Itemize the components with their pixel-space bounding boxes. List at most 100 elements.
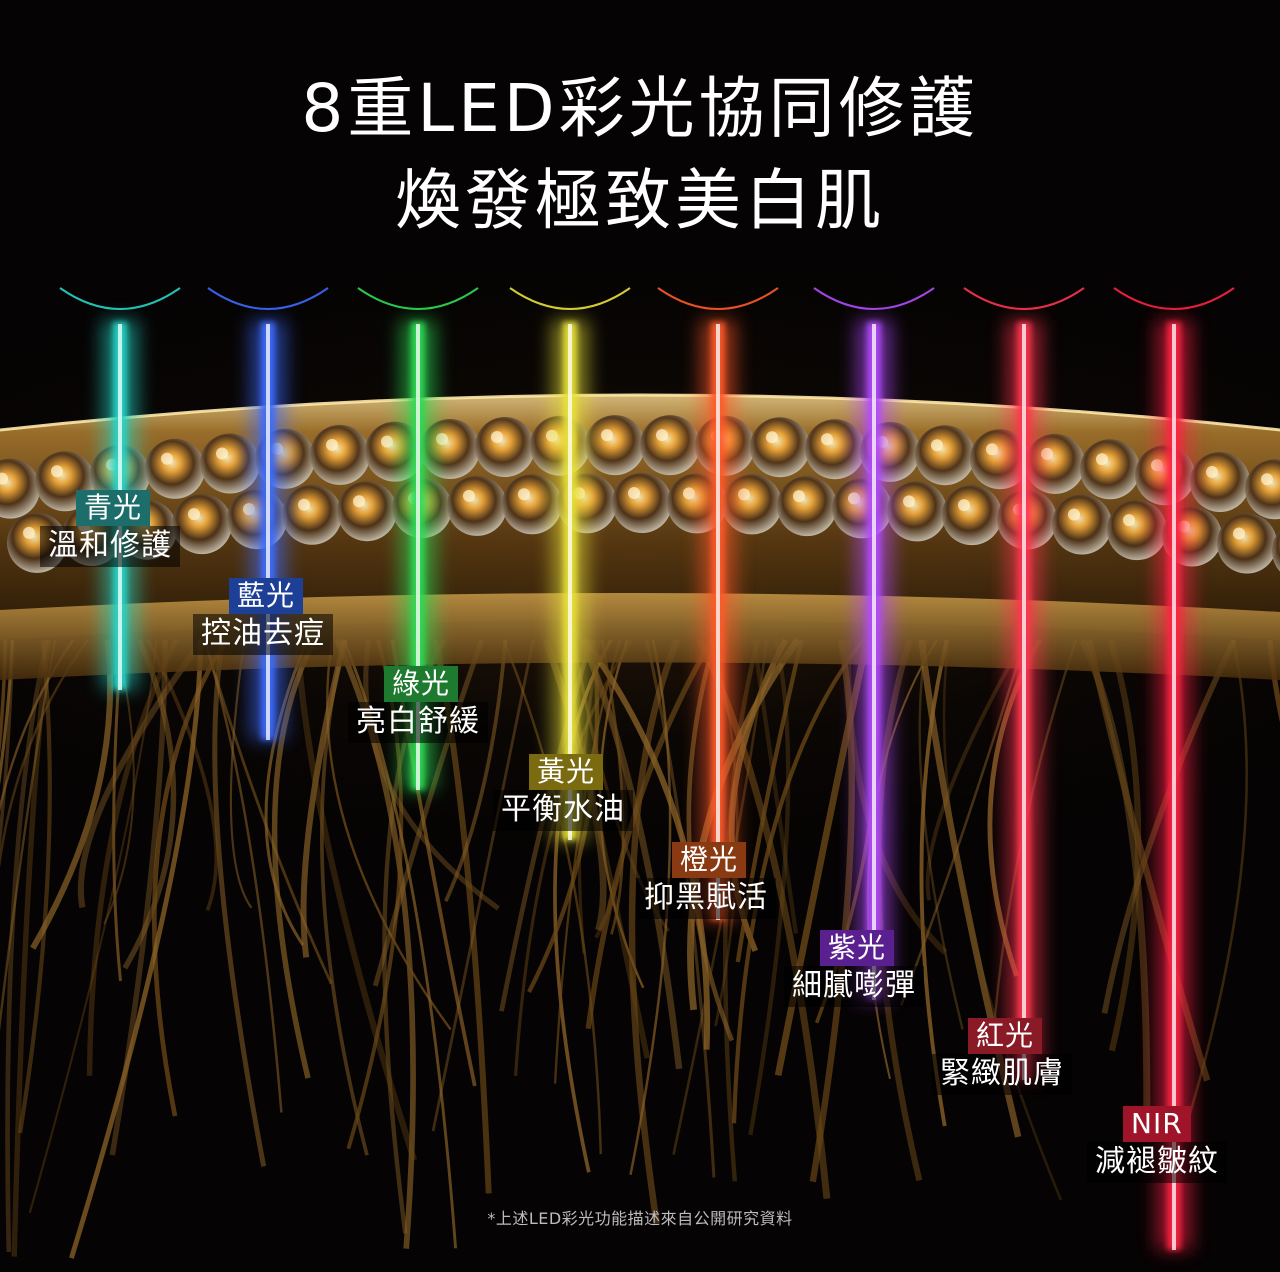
cell-bead (502, 474, 562, 535)
light-label-cyan: 青光 溫和修護 (40, 490, 180, 567)
fiber-strand (1107, 639, 1142, 1052)
cell-bead (475, 417, 535, 477)
emitter-arc (1113, 287, 1235, 310)
bead-highlight (958, 499, 970, 512)
fiber-strand (628, 638, 681, 1225)
fiber-strand (271, 638, 318, 1079)
cell-bead (777, 476, 837, 537)
fiber-strand (0, 639, 15, 853)
emitter-arc (207, 287, 329, 310)
fiber-strand (748, 639, 791, 1136)
fiber-strand (582, 638, 711, 1050)
fiber-strand (86, 638, 179, 1076)
cell-bead (612, 473, 672, 533)
bead-highlight (1261, 473, 1273, 486)
fiber-strand (751, 639, 799, 934)
emitter-arc (813, 287, 935, 310)
fiber-strand (431, 639, 535, 1132)
beam-center (872, 324, 876, 1000)
bead-highlight (161, 452, 173, 465)
emitter-arc (509, 287, 631, 310)
fiber-strand (203, 639, 283, 1113)
bead-highlight (298, 498, 310, 511)
cell-bead (1245, 459, 1280, 520)
bead-highlight (0, 472, 8, 485)
bead-highlight (656, 429, 668, 442)
light-effect: 緊緻肌膚 (932, 1054, 1072, 1095)
fiber-strand (77, 638, 206, 909)
fiber-strand (112, 639, 123, 982)
fiber-strand (294, 639, 418, 1162)
fiber-strand (146, 639, 219, 912)
fiber-strand (320, 639, 369, 1156)
fiber-strand (109, 639, 168, 1156)
light-name: 青光 (76, 490, 151, 527)
cell-bead (172, 494, 232, 555)
fiber-strand (809, 639, 855, 1183)
cell-bead (200, 433, 260, 494)
cell-bead (942, 485, 1002, 546)
fiber-strand (28, 639, 158, 1214)
bead-highlight (601, 429, 613, 442)
cell-bead (1272, 530, 1280, 572)
fiber-strand (1180, 639, 1248, 1141)
fiber-strand (942, 639, 1063, 1201)
bead-highlight (793, 490, 805, 503)
cell-bead (1217, 513, 1277, 574)
bead-highlight (628, 487, 640, 499)
fiber-strand (0, 639, 89, 869)
light-effect: 減褪皺紋 (1087, 1142, 1227, 1183)
bead-highlight (821, 433, 833, 446)
emitter-arc (657, 287, 779, 310)
cell-bead (915, 425, 975, 486)
light-label-yellow: 黃光 平衡水油 (493, 754, 633, 831)
bead-highlight (23, 526, 35, 539)
fiber-strand (5, 639, 50, 1252)
fiber-strand (735, 639, 804, 963)
fiber-strand (18, 639, 52, 1134)
fiber-strand (0, 639, 8, 756)
fiber-strand (672, 639, 768, 1155)
bead-highlight (436, 433, 448, 445)
cell-bead (1080, 439, 1140, 500)
bead-highlight (1096, 453, 1108, 466)
bead-highlight (1233, 527, 1245, 540)
bead-highlight (1206, 466, 1218, 478)
bead-highlight (326, 438, 338, 451)
fiber-strand (229, 639, 253, 909)
light-name: 紫光 (820, 930, 895, 967)
beam-center (416, 324, 420, 790)
bead-highlight (381, 435, 393, 448)
title-line-1: 8重LED彩光協同修護 (301, 70, 979, 147)
bead-highlight (491, 431, 503, 443)
bead-highlight (353, 495, 365, 508)
emitter-arc (59, 287, 181, 310)
light-effect: 抑黑賦活 (636, 878, 776, 919)
fiber-strand (372, 639, 485, 987)
cell-bead (1107, 500, 1167, 561)
bead-highlight (463, 489, 475, 502)
fiber-strand (0, 639, 57, 1032)
cell-bead (145, 438, 205, 499)
footnote: *上述LED彩光功能描述來自公開研究資料 (487, 1209, 793, 1228)
bead-highlight (216, 447, 228, 460)
bead-highlight (986, 443, 998, 456)
emitter-arc (963, 287, 1085, 310)
light-effect: 控油去痘 (193, 614, 333, 655)
light-effect: 亮白舒緩 (348, 702, 488, 743)
bead-highlight (1041, 447, 1053, 460)
bead-highlight (683, 487, 695, 500)
fiber-strand (122, 638, 177, 970)
fiber-strand (629, 639, 672, 1176)
bead-highlight (903, 495, 915, 508)
emitter-arc (357, 287, 479, 310)
cell-bead (337, 481, 397, 542)
fiber-strand (0, 639, 14, 786)
cell-bead (640, 415, 700, 476)
cell-bead (887, 481, 947, 542)
cell-bead (805, 419, 865, 480)
beam-center (1172, 324, 1176, 1250)
title-line-2: 煥發極致美白肌 (395, 162, 885, 239)
cell-bead (282, 484, 342, 545)
bead-highlight (931, 439, 943, 452)
